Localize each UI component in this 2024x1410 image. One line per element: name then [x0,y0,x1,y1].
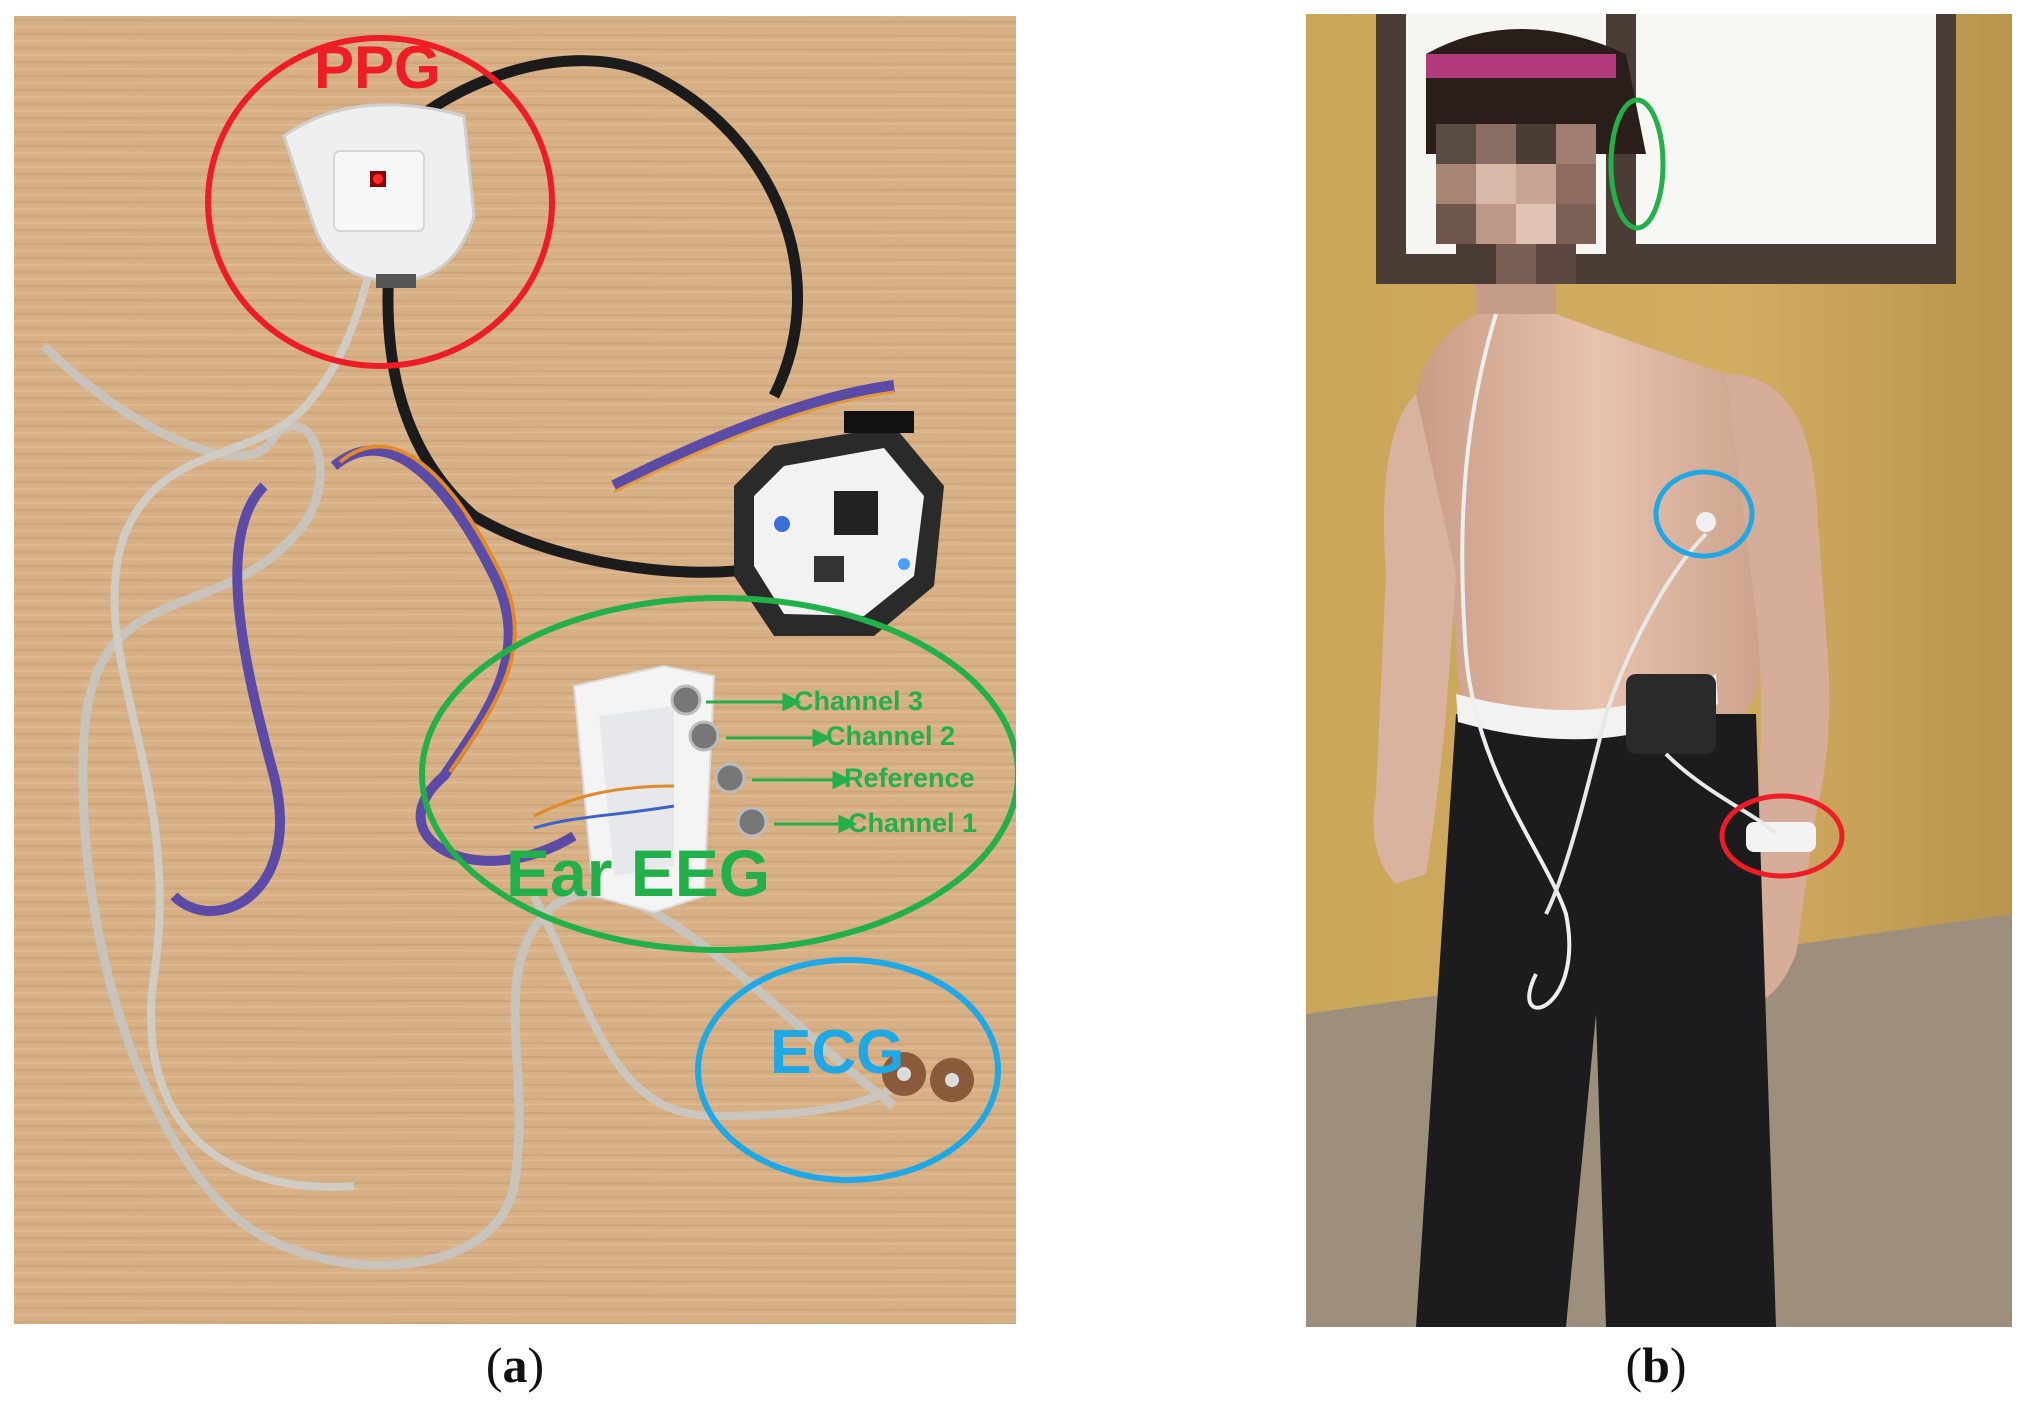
ecg-label: ECG [770,1018,905,1087]
ear-eeg-ellipse [1608,97,1666,231]
ppg-ellipse [205,35,555,369]
caption-b: (b) [1625,1337,1687,1393]
acquisition-board [734,411,944,636]
subject-photo-drawing [1306,14,2012,1327]
ecg-lead-cable [530,894,917,1121]
right-arm [1373,394,1456,884]
electrode-channel-1 [736,806,768,838]
torso [1416,314,1776,774]
caption-a: (a) [485,1337,545,1393]
photo-sensors-on-table: PPG Ear EEG ECG Channel 3 Channel 2 Refe… [14,16,1016,1324]
ecg-ellipse [695,957,1001,1183]
ear-eeg-wire [1460,313,1572,1010]
wrist-ppg-band [1746,822,1816,852]
reference-label: Reference [844,763,975,793]
ear-eeg-label: Ear EEG [506,836,771,910]
belt-board [1626,674,1716,754]
pixelated-face [1436,124,1596,314]
ecg-wire [1544,532,1708,915]
photo-subject-wearing-sensors [1306,14,2012,1327]
ecg-electrodes [882,1052,974,1102]
ecg-ellipse [1653,469,1755,559]
sensors-photo-drawing [14,16,1016,1324]
electrode-channel-2 [688,720,720,752]
ppg-label: PPG [314,34,441,101]
ear-eeg-patch [533,664,768,914]
head [1426,29,1646,314]
channel-3-label: Channel 3 [794,686,924,716]
ear-eeg-ellipse [419,595,1016,953]
pants [1416,714,1776,1327]
ecg-electrode [1696,512,1716,532]
electrode-channel-3 [670,684,702,716]
ppg-ellipse [1719,793,1845,879]
ppg-sensor [282,103,476,288]
electrode-reference [714,762,746,794]
channel-1-label: Channel 1 [848,808,978,838]
ppg-wire [1664,752,1778,836]
grey-cable [40,342,897,1270]
channel-arrows [706,692,858,834]
channel-2-label: Channel 2 [826,721,956,751]
